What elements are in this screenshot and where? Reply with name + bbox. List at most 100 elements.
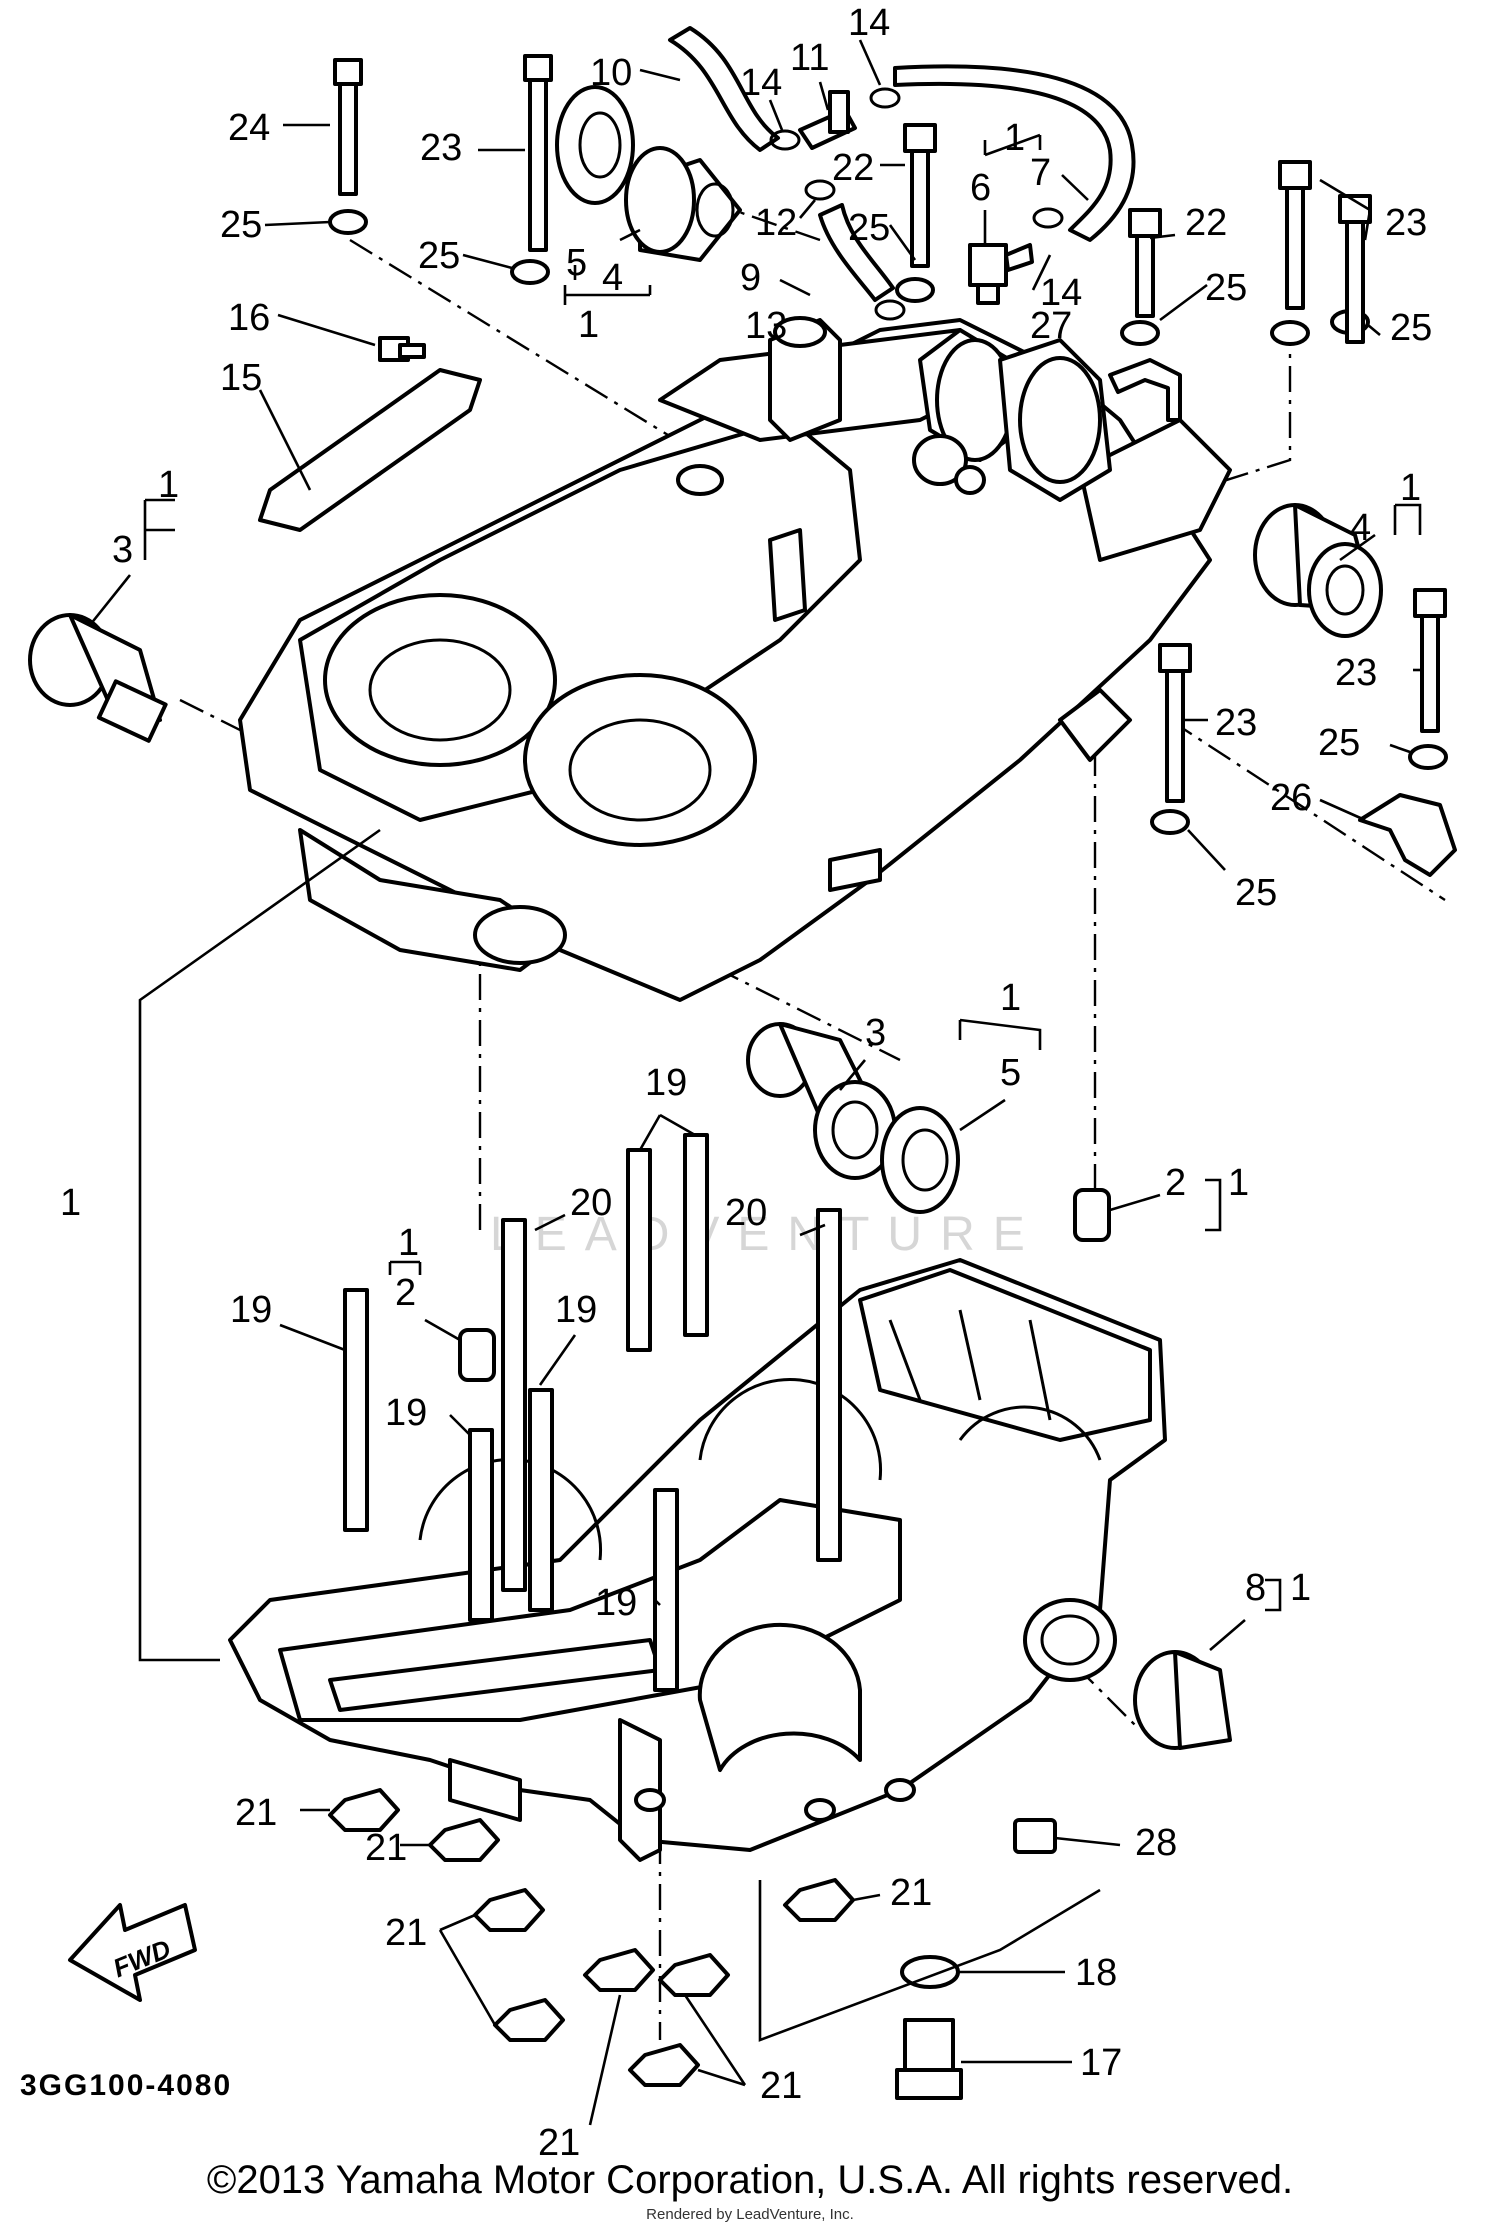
callout-2: 2 bbox=[1165, 1162, 1186, 1204]
rendered-by-notice: Rendered by LeadVenture, Inc. bbox=[646, 2206, 854, 2223]
bolt-23-left bbox=[523, 54, 553, 252]
bolt-22-a bbox=[903, 123, 937, 268]
diagram-code: 3GG100-4080 bbox=[20, 2069, 232, 2102]
bolt-23-right-d bbox=[1158, 643, 1192, 803]
stud-20-b bbox=[816, 1208, 842, 1562]
bracket-26 bbox=[1358, 793, 1457, 877]
washer-25-h bbox=[1150, 809, 1190, 835]
callout-1: 1 bbox=[1290, 1567, 1311, 1609]
upper-parts bbox=[28, 26, 1457, 1382]
stud-19-e bbox=[468, 1428, 494, 1622]
callout-24: 24 bbox=[228, 107, 270, 149]
watermark: LEADVENTURE bbox=[490, 1208, 1043, 1261]
callout-14: 14 bbox=[848, 2, 890, 44]
callout-19: 19 bbox=[645, 1062, 687, 1104]
washer-25-g bbox=[1408, 744, 1448, 770]
nut-21-d bbox=[493, 1998, 565, 2042]
callout-16: 16 bbox=[228, 297, 270, 339]
nut-21-e bbox=[583, 1948, 655, 1992]
callout-14: 14 bbox=[1040, 272, 1082, 314]
callout-25: 25 bbox=[1235, 872, 1277, 914]
callout-3: 3 bbox=[865, 1012, 886, 1054]
callout-4: 4 bbox=[1350, 507, 1371, 549]
washer-25-a bbox=[328, 209, 368, 235]
stud-19-f bbox=[653, 1488, 679, 1692]
plug-16 bbox=[378, 336, 426, 362]
bearing-4-right bbox=[1253, 503, 1383, 638]
nut-21-g bbox=[628, 2043, 700, 2087]
callout-14: 14 bbox=[740, 62, 782, 104]
washer-25-d bbox=[1120, 320, 1160, 346]
callout-1: 1 bbox=[1004, 117, 1025, 159]
washer-25-e bbox=[1270, 320, 1310, 346]
callout-10: 10 bbox=[590, 52, 632, 94]
lower-crankcase bbox=[228, 1258, 1167, 1862]
callout-21: 21 bbox=[365, 1827, 407, 1869]
callout-28: 28 bbox=[1135, 1822, 1177, 1864]
callout-13: 13 bbox=[745, 305, 787, 347]
callout-22: 22 bbox=[832, 147, 874, 189]
callout-1: 1 bbox=[1228, 1162, 1249, 1204]
callout-6: 6 bbox=[970, 167, 991, 209]
callout-21: 21 bbox=[760, 2065, 802, 2107]
callout-1: 1 bbox=[1000, 977, 1021, 1019]
bearing-3-center bbox=[746, 1022, 897, 1180]
callout-23: 23 bbox=[1215, 702, 1257, 744]
callout-4: 4 bbox=[602, 257, 623, 299]
o-ring-12 bbox=[804, 179, 836, 201]
callout-11: 11 bbox=[790, 37, 829, 79]
nut-21-a bbox=[328, 1788, 400, 1832]
callout-12: 12 bbox=[755, 202, 797, 244]
bearing-4-top bbox=[624, 146, 742, 262]
o-ring-14-c bbox=[1032, 207, 1064, 229]
studs bbox=[343, 1133, 842, 1692]
callout-25: 25 bbox=[418, 235, 460, 277]
drain-plug-17 bbox=[895, 2018, 963, 2100]
oil-seal-5-center bbox=[880, 1106, 960, 1214]
bolt-23-right-a bbox=[1278, 160, 1312, 310]
callout-21: 21 bbox=[385, 1912, 427, 1954]
callout-21: 21 bbox=[538, 2122, 580, 2164]
callout-5: 5 bbox=[566, 242, 587, 284]
o-ring-14-a bbox=[769, 129, 801, 151]
callout-25: 25 bbox=[848, 207, 890, 249]
oil-seal-5-top bbox=[555, 85, 635, 205]
bolt-23-right-b bbox=[1338, 194, 1372, 344]
bearing-8 bbox=[1133, 1650, 1232, 1750]
callout-22: 22 bbox=[1185, 202, 1227, 244]
callout-23: 23 bbox=[1385, 202, 1427, 244]
stud-19-a bbox=[343, 1288, 369, 1532]
plate-15 bbox=[258, 368, 482, 532]
callout-25: 25 bbox=[1205, 267, 1247, 309]
stud-19-b bbox=[626, 1148, 652, 1352]
fitting-6 bbox=[968, 243, 1034, 305]
callout-15: 15 bbox=[220, 357, 262, 399]
callout-27: 27 bbox=[1030, 305, 1072, 347]
bolt-23-right-c bbox=[1413, 588, 1447, 733]
washer-25-c bbox=[895, 277, 935, 303]
callout-23: 23 bbox=[1335, 652, 1377, 694]
bolt-24 bbox=[333, 58, 363, 196]
stud-19-c bbox=[683, 1133, 709, 1337]
callout-1: 1 bbox=[578, 304, 599, 346]
stud-19-d bbox=[528, 1388, 554, 1612]
o-ring-14-b bbox=[869, 87, 901, 109]
callout-1: 1 bbox=[60, 1182, 81, 1224]
nut-21-f bbox=[658, 1953, 730, 1997]
dowel-pin-2-left bbox=[458, 1328, 496, 1382]
callout-21: 21 bbox=[890, 1872, 932, 1914]
bolt-22-b bbox=[1128, 208, 1162, 318]
callout-20: 20 bbox=[725, 1192, 767, 1234]
stud-20-a bbox=[501, 1218, 527, 1592]
callout-19: 19 bbox=[595, 1582, 637, 1624]
callout-25: 25 bbox=[220, 204, 262, 246]
cap-28 bbox=[1013, 1818, 1057, 1854]
callout-3: 3 bbox=[112, 529, 133, 571]
callout-7: 7 bbox=[1030, 152, 1051, 194]
callout-8: 8 bbox=[1245, 1567, 1266, 1609]
callout-19: 19 bbox=[555, 1289, 597, 1331]
callout-26: 26 bbox=[1270, 777, 1312, 819]
callout-1: 1 bbox=[398, 1222, 419, 1264]
callout-23: 23 bbox=[420, 127, 462, 169]
o-ring-13 bbox=[874, 299, 906, 321]
